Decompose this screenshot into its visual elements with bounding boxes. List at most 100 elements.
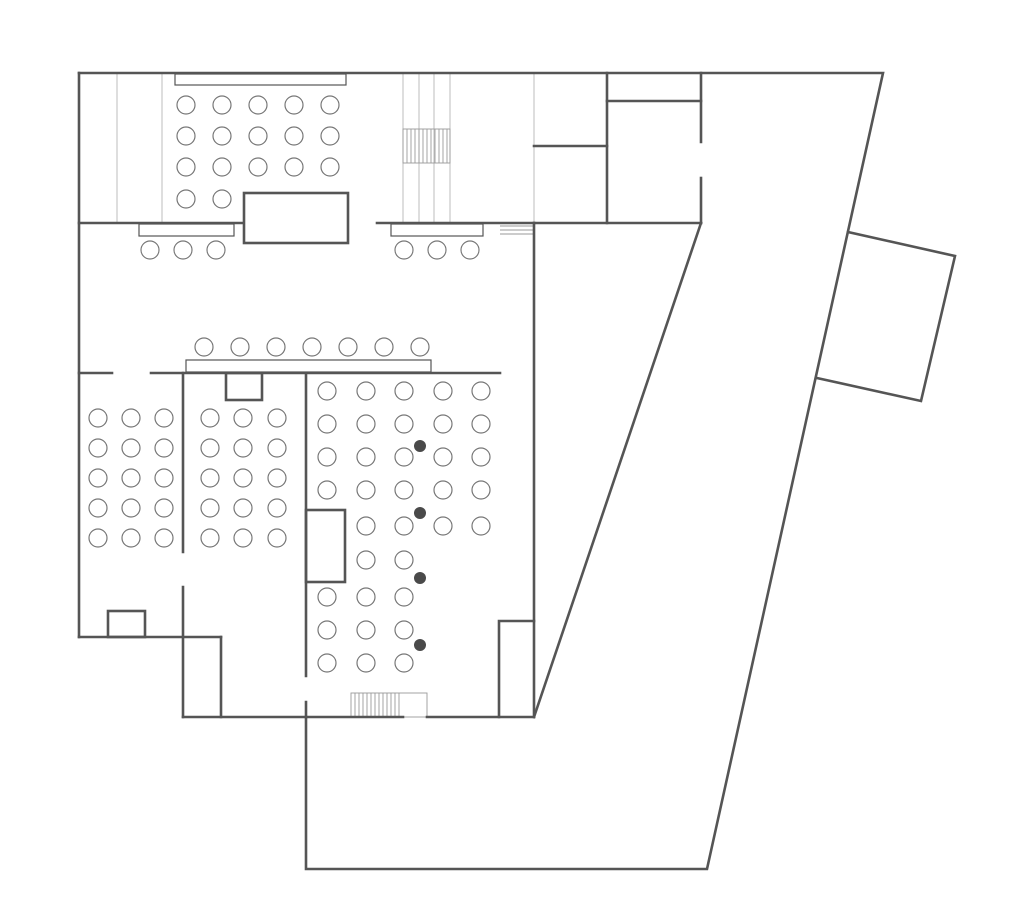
seat-icon <box>154 468 174 488</box>
seat-icon <box>320 157 340 177</box>
seat-icon <box>394 587 414 607</box>
seat-icon <box>320 95 340 115</box>
walls <box>77 71 957 871</box>
seat-icon <box>427 240 447 260</box>
seat-icon <box>394 516 414 536</box>
seat-icon <box>267 438 287 458</box>
seat-icon <box>200 498 220 518</box>
seat-icon <box>121 498 141 518</box>
seat-icon <box>233 498 253 518</box>
seat-icon <box>374 337 394 357</box>
seat-icon <box>140 240 160 260</box>
seat-icon <box>88 438 108 458</box>
column-icon <box>414 572 426 584</box>
seat-icon <box>212 157 232 177</box>
seat-icon <box>317 381 337 401</box>
seat-icon <box>233 408 253 428</box>
seat-icon <box>471 516 491 536</box>
seat-icon <box>394 480 414 500</box>
seat-icon <box>206 240 226 260</box>
column-icon <box>414 440 426 452</box>
seat-icon <box>394 653 414 673</box>
seat-icon <box>471 447 491 467</box>
seat-icon <box>176 189 196 209</box>
seat-icon <box>176 95 196 115</box>
seat-icon <box>394 240 414 260</box>
seat-icon <box>433 516 453 536</box>
seat-icon <box>356 381 376 401</box>
seat-icon <box>317 414 337 434</box>
seat-icon <box>200 408 220 428</box>
seat-icon <box>471 480 491 500</box>
seat-icon <box>267 468 287 488</box>
seat-icon <box>267 408 287 428</box>
seat-icon <box>154 528 174 548</box>
seat-icon <box>317 447 337 467</box>
seat-icon <box>356 620 376 640</box>
seat-icon <box>248 126 268 146</box>
seat-icon <box>410 337 430 357</box>
seat-icon <box>121 438 141 458</box>
stairs-upper <box>402 128 451 164</box>
seat-icon <box>194 337 214 357</box>
seat-icon <box>356 447 376 467</box>
seat-icon <box>121 528 141 548</box>
seat-icon <box>154 438 174 458</box>
seat-icon <box>320 126 340 146</box>
seat-icon <box>176 157 196 177</box>
seat-icon <box>433 414 453 434</box>
seat-icon <box>233 528 253 548</box>
seat-icon <box>394 447 414 467</box>
seat-icon <box>394 414 414 434</box>
columns <box>414 440 426 651</box>
seat-icon <box>317 653 337 673</box>
seat-icon <box>284 126 304 146</box>
seat-icon <box>266 337 286 357</box>
seat-icon <box>88 468 108 488</box>
seat-icon <box>394 381 414 401</box>
seat-icon <box>173 240 193 260</box>
seat-icon <box>154 498 174 518</box>
seat-icon <box>267 498 287 518</box>
seat-icon <box>200 438 220 458</box>
seat-icon <box>433 381 453 401</box>
seat-icon <box>88 408 108 428</box>
seat-icon <box>394 620 414 640</box>
seat-icon <box>356 516 376 536</box>
seat-icon <box>394 550 414 570</box>
seat-icon <box>233 438 253 458</box>
seat-icon <box>212 95 232 115</box>
stairs-lower <box>350 692 428 718</box>
seat-icon <box>356 480 376 500</box>
column-icon <box>414 507 426 519</box>
seat-icon <box>212 126 232 146</box>
seat-icon <box>338 337 358 357</box>
seat-icon <box>284 95 304 115</box>
seat-icon <box>200 468 220 488</box>
seat-icon <box>200 528 220 548</box>
seat-icon <box>248 157 268 177</box>
seat-icon <box>88 498 108 518</box>
seat-icon <box>88 528 108 548</box>
seat-icon <box>433 447 453 467</box>
seat-icon <box>433 480 453 500</box>
seat-icon <box>121 408 141 428</box>
seat-icon <box>267 528 287 548</box>
seat-icon <box>317 620 337 640</box>
seat-icon <box>230 337 250 357</box>
seats <box>88 95 491 673</box>
seat-icon <box>212 189 232 209</box>
seat-icon <box>356 414 376 434</box>
seat-icon <box>317 587 337 607</box>
seat-icon <box>356 653 376 673</box>
seat-icon <box>176 126 196 146</box>
seat-icon <box>460 240 480 260</box>
seat-icon <box>302 337 322 357</box>
seat-icon <box>284 157 304 177</box>
seat-icon <box>471 414 491 434</box>
seat-icon <box>356 550 376 570</box>
stairs-small <box>500 225 534 235</box>
seat-icon <box>471 381 491 401</box>
